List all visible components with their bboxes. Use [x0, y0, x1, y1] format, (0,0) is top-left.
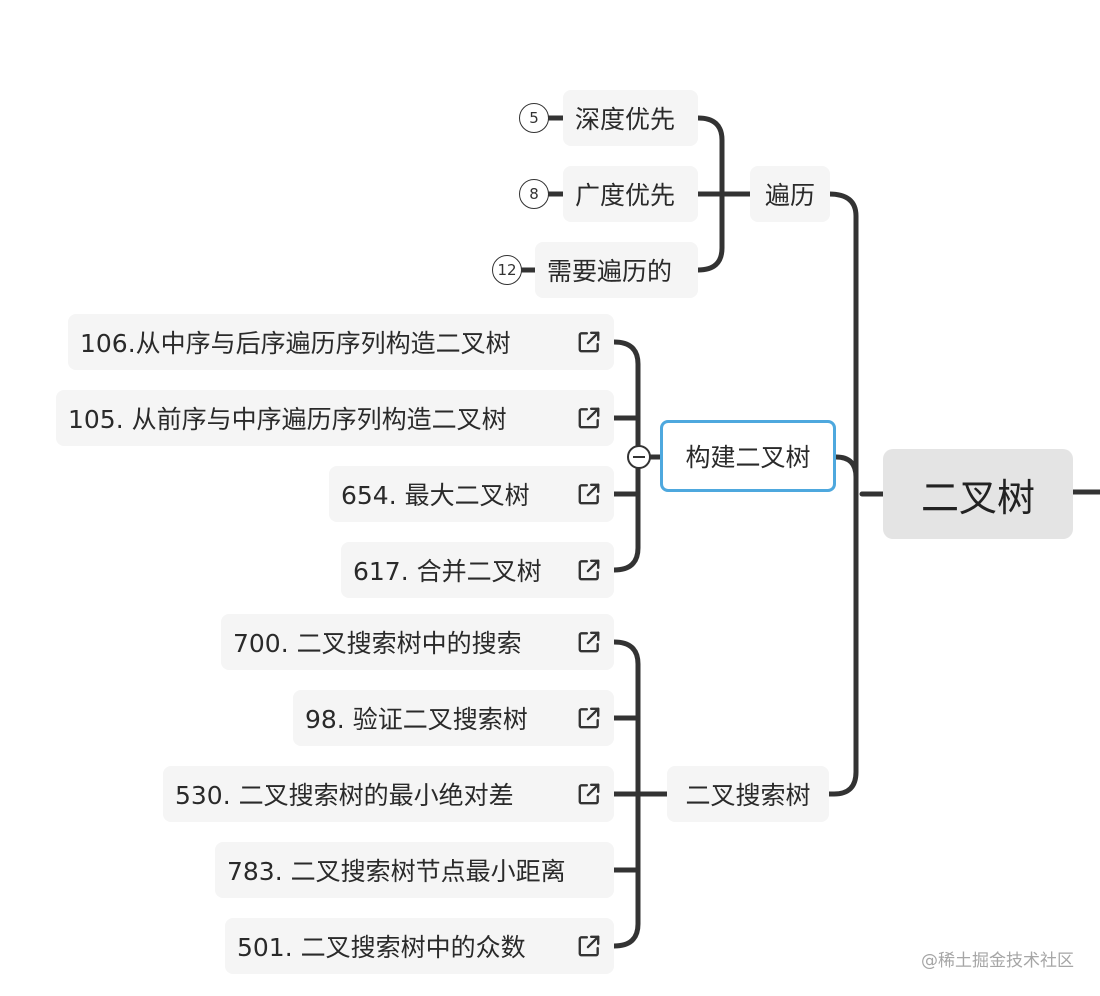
child-count-badge[interactable]: 12 [492, 255, 522, 285]
topic-leetcode-617[interactable]: 617. 合并二叉树 [341, 542, 614, 598]
branch-bst[interactable]: 二叉搜索树 [667, 766, 829, 822]
watermark: @稀土掘金技术社区 [921, 951, 1074, 971]
external-link-icon[interactable] [576, 481, 602, 507]
topic-leetcode-98[interactable]: 98. 验证二叉搜索树 [293, 690, 614, 746]
external-link-icon[interactable] [576, 933, 602, 959]
topic-label: 106.从中序与后序遍历序列构造二叉树 [80, 329, 511, 358]
topic-leetcode-105[interactable]: 105. 从前序与中序遍历序列构造二叉树 [56, 390, 614, 446]
topic-leetcode-501[interactable]: 501. 二叉搜索树中的众数 [225, 918, 614, 974]
branch-build-tree[interactable]: 构建二叉树 [660, 420, 836, 492]
topic-label: 654. 最大二叉树 [341, 481, 530, 510]
external-link-icon[interactable] [576, 629, 602, 655]
topic-label: 530. 二叉搜索树的最小绝对差 [175, 781, 514, 810]
external-link-icon[interactable] [576, 329, 602, 355]
branch-build-tree-label: 构建二叉树 [685, 443, 811, 472]
external-link-icon[interactable] [576, 405, 602, 431]
child-count-badge[interactable]: 8 [519, 179, 549, 209]
topic-leetcode-783[interactable]: 783. 二叉搜索树节点最小距离 [215, 842, 614, 898]
branch-bst-label: 二叉搜索树 [685, 781, 811, 810]
topic-leetcode-654[interactable]: 654. 最大二叉树 [329, 466, 614, 522]
topic-leetcode-530[interactable]: 530. 二叉搜索树的最小绝对差 [163, 766, 614, 822]
topic-label: 700. 二叉搜索树中的搜索 [233, 629, 522, 658]
external-link-icon[interactable] [576, 557, 602, 583]
child-count-badge[interactable]: 5 [519, 103, 549, 133]
topic-label: 深度优先 [575, 105, 676, 134]
collapse-toggle-icon[interactable] [627, 445, 651, 469]
root-node[interactable]: 二叉树 [883, 449, 1073, 539]
branch-traversal-label: 遍历 [764, 181, 815, 210]
external-link-icon[interactable] [576, 781, 602, 807]
topic-label: 617. 合并二叉树 [353, 557, 542, 586]
topic-need-traversal[interactable]: 需要遍历的 [535, 242, 698, 298]
topic-label: 98. 验证二叉搜索树 [305, 705, 528, 734]
topic-label: 783. 二叉搜索树节点最小距离 [227, 857, 566, 886]
root-label: 二叉树 [920, 475, 1035, 520]
external-link-icon[interactable] [576, 705, 602, 731]
topic-breadth-first[interactable]: 广度优先 [563, 166, 698, 222]
topic-leetcode-700[interactable]: 700. 二叉搜索树中的搜索 [221, 614, 614, 670]
topic-label: 广度优先 [575, 181, 676, 210]
topic-label: 501. 二叉搜索树中的众数 [237, 933, 526, 962]
topic-label: 105. 从前序与中序遍历序列构造二叉树 [68, 405, 507, 434]
branch-traversal[interactable]: 遍历 [750, 166, 830, 222]
topic-depth-first[interactable]: 深度优先 [563, 90, 698, 146]
topic-label: 需要遍历的 [547, 257, 673, 286]
topic-leetcode-106[interactable]: 106.从中序与后序遍历序列构造二叉树 [68, 314, 614, 370]
